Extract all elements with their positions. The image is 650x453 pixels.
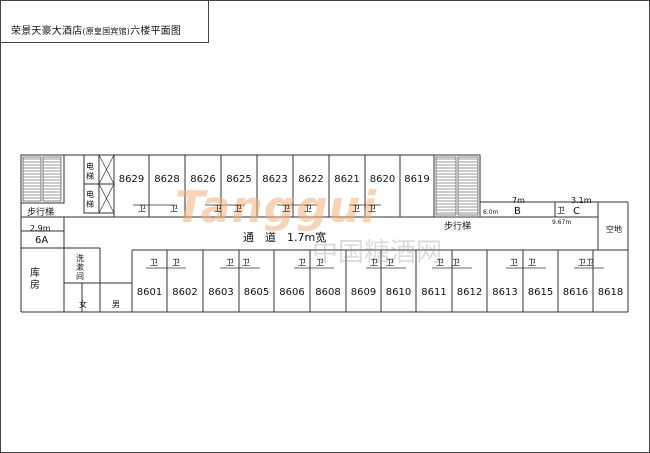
room-6a: 6A [35,235,49,246]
room-8609: 8609 [350,287,377,298]
female-restroom: 女 [79,300,87,309]
bottom-bath-label: 卫 [510,258,518,267]
room-8626: 8626 [190,174,216,185]
stair-right-treads [435,156,479,216]
title-block: 荣景天豪大酒店(原皇国宾馆)六楼平面图 [0,0,209,43]
room-8601: 8601 [136,287,163,298]
dim-6a: 2.9m [30,224,51,233]
top-bath-label: 卫 [138,204,146,213]
bc-bath: 卫 [557,206,565,215]
room-8611: 8611 [421,287,447,298]
bottom-bath-label: 卫 [386,258,394,267]
top-bath-label: 卫 [304,204,312,213]
dim-c: 3.1m [571,196,592,205]
elevator-label-1: 电梯 [86,162,94,181]
bottom-bath-label: 卫 [586,258,594,267]
washroom: 洗漱间 [76,254,84,281]
dim-b: 7m [512,196,525,205]
top-bath-label: 卫 [368,204,376,213]
watermark-brand: Tanggui [175,182,378,233]
elevator-label-2: 电梯 [86,190,94,209]
stair-left-box [20,154,65,204]
top-bath-label: 卫 [352,204,360,213]
bottom-bath-label: 卫 [528,258,536,267]
room-b: B [514,206,521,217]
bottom-bath-label: 卫 [452,258,460,267]
male-restroom: 男 [112,300,120,309]
storage-room: 库房 [30,268,40,291]
bottom-bath-label: 卫 [436,258,444,267]
room-8608: 8608 [315,287,341,298]
room-8602: 8602 [172,287,198,298]
bottom-bath-label: 卫 [242,258,250,267]
room-8613: 8613 [492,287,518,298]
room-8619: 8619 [404,174,430,185]
stair-left-treads [22,156,62,202]
room-8612: 8612 [456,287,483,298]
bottom-bath-label: 卫 [172,258,180,267]
bottom-bath-label: 卫 [150,258,158,267]
stair-right-box [433,154,481,218]
bottom-bath-label: 卫 [298,258,306,267]
top-bath-label: 卫 [282,204,290,213]
room-8620: 8620 [369,174,396,185]
room-8618: 8618 [597,287,624,298]
stair-left-label: 步行梯 [27,208,55,218]
watermark-cn: 中国糖酒网 [312,238,443,268]
stair-right-label: 步行梯 [444,222,472,232]
top-bath-label: 卫 [214,204,222,213]
room-8628: 8628 [154,174,180,185]
dim-b-left: 6.0m [483,209,499,216]
room-8629: 8629 [118,174,145,185]
dim-bc-bottom: 9.67m [552,219,572,226]
elevator-shafts [98,154,115,214]
room-8621: 8621 [334,174,360,185]
room-8616: 8616 [562,287,589,298]
room-8605: 8605 [243,287,270,298]
corridor-label: 通 道 1.7m宽 [243,231,327,244]
bottom-bath-label: 卫 [578,258,586,267]
room-8622: 8622 [298,174,324,185]
room-8610: 8610 [385,287,412,298]
room-c: C [573,206,580,217]
plan-title: 荣景天豪大酒店(原皇国宾馆)六楼平面图 [11,26,182,37]
bottom-bath-label: 卫 [370,258,378,267]
empty-land: 空地 [606,225,622,234]
room-8603: 8603 [208,287,234,298]
room-8615: 8615 [527,287,554,298]
room-8623: 8623 [262,174,288,185]
top-bath-label: 卫 [170,204,178,213]
top-bath-label: 卫 [234,204,242,213]
room-8606: 8606 [279,287,305,298]
room-8625: 8625 [226,174,252,185]
bottom-bath-label: 卫 [316,258,324,267]
bottom-bath-label: 卫 [226,258,234,267]
